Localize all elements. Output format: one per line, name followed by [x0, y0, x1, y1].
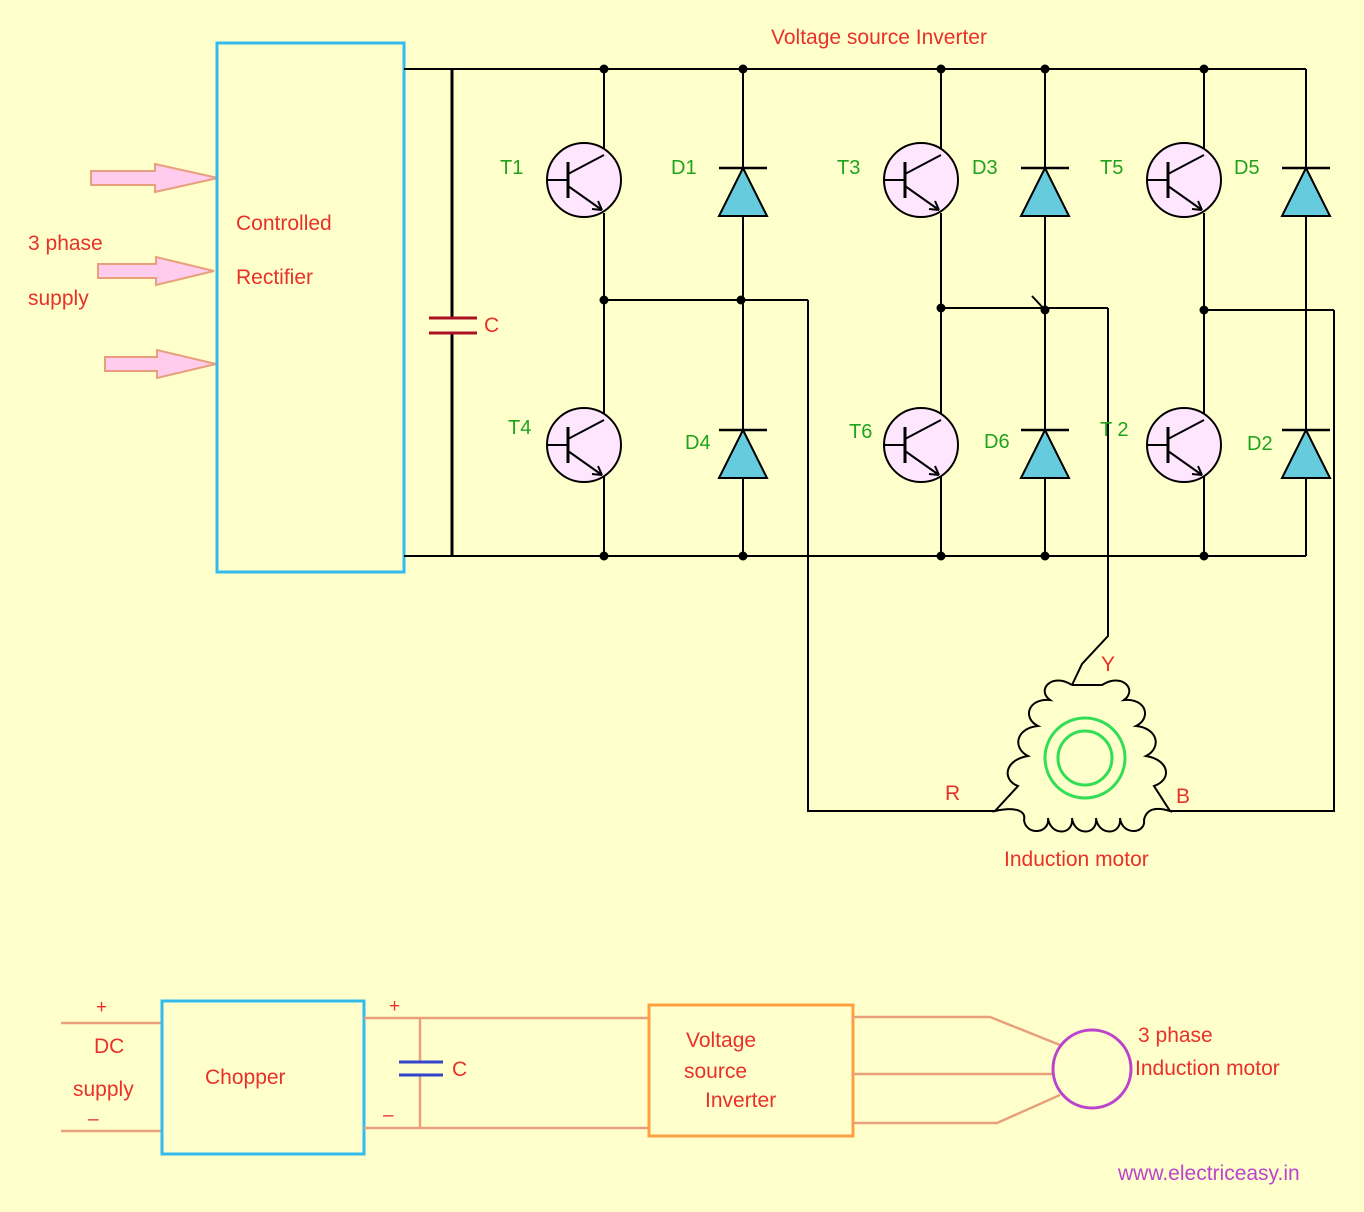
- transistor-label-t6: T6: [849, 421, 872, 443]
- dc-label-line2: supply: [73, 1078, 134, 1101]
- dc-minus-sign: –: [88, 1109, 99, 1130]
- cap-minus-sign: –: [383, 1105, 394, 1126]
- supply-arrows: [90, 162, 219, 380]
- chopper-block: [160, 999, 366, 1156]
- small-capacitor-label: C: [452, 1058, 467, 1081]
- transistor-label-t2: T 2: [1100, 419, 1129, 441]
- transistor-t6: [883, 407, 959, 483]
- arrow-phase-2: [97, 255, 215, 287]
- block-diagram: [61, 999, 1133, 1156]
- transistor-t2: [1146, 407, 1222, 483]
- phase-label-b: B: [1176, 785, 1190, 808]
- transistor-t5: [1146, 142, 1222, 218]
- motor-rotor-inner: [1056, 729, 1114, 787]
- induction-motor-symbol: [992, 679, 1173, 833]
- cap-plus-sign: +: [389, 996, 400, 1017]
- rectifier-label-line2: Rectifier: [236, 266, 313, 289]
- motor-winding: [992, 679, 1173, 833]
- phase-label-r: R: [945, 782, 960, 805]
- diode-d1: [717, 165, 769, 217]
- diode-label-d4: D4: [685, 432, 711, 454]
- transistor-t1: [546, 142, 622, 218]
- motor-label: Induction motor: [1004, 848, 1149, 871]
- transistor-label-t3: T3: [837, 157, 860, 179]
- dc-link-capacitor: [429, 69, 477, 556]
- diode-label-d6: D6: [984, 431, 1010, 453]
- diode-label-d3: D3: [972, 157, 998, 179]
- rectifier-label-line1: Controlled: [236, 212, 332, 235]
- diode-label-d1: D1: [671, 157, 697, 179]
- transistor-label-t5: T5: [1100, 157, 1123, 179]
- supply-label-line2: supply: [28, 287, 89, 310]
- watermark: www.electriceasy.in: [1117, 1162, 1300, 1185]
- vsi-block: [647, 1003, 855, 1138]
- vsi-label-line3: Inverter: [705, 1089, 776, 1112]
- diode-d6: [1019, 427, 1071, 479]
- arrow-phase-1: [90, 162, 219, 194]
- diode-label-d5: D5: [1234, 157, 1260, 179]
- vsi-label-line1: Voltage: [686, 1029, 756, 1052]
- inverter-wiring: [603, 69, 1335, 812]
- vsi-label-line2: source: [684, 1060, 747, 1083]
- phase-label-y: Y: [1101, 653, 1115, 676]
- transistor-label-t4: T4: [508, 417, 531, 439]
- capacitor-label: C: [484, 314, 499, 337]
- motor-circle: [1051, 1028, 1133, 1110]
- motor-rotor-outer: [1043, 716, 1127, 800]
- diode-d3: [1019, 165, 1071, 217]
- supply-label-line1: 3 phase: [28, 232, 103, 255]
- rectifier-block: [215, 41, 406, 574]
- junction-dots: [599, 64, 1209, 561]
- diode-label-d2: D2: [1247, 433, 1273, 455]
- inverter-title: Voltage source Inverter: [771, 26, 987, 49]
- block-motor-label-line1: 3 phase: [1138, 1024, 1213, 1047]
- diode-d4: [717, 427, 769, 479]
- block-motor-label-line2: Induction motor: [1135, 1057, 1280, 1080]
- arrow-phase-3: [104, 348, 217, 380]
- transistor-t3: [883, 142, 959, 218]
- diode-d2: [1280, 427, 1332, 479]
- dc-label-line1: DC: [94, 1035, 124, 1058]
- transistor-t4: [546, 407, 622, 483]
- transistor-label-t1: T1: [500, 157, 523, 179]
- diode-d5: [1280, 165, 1332, 217]
- chopper-label: Chopper: [205, 1066, 286, 1089]
- dc-plus-sign: +: [96, 997, 107, 1018]
